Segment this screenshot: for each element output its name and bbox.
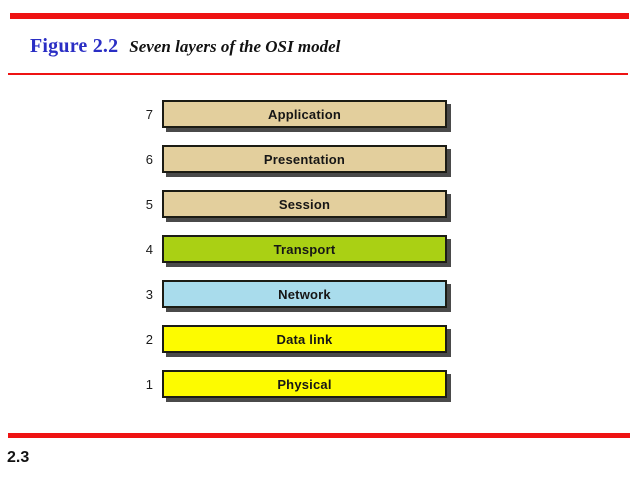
layer-number: 3	[145, 286, 153, 302]
layer-label: Transport	[273, 241, 336, 257]
layer-label: Data link	[276, 331, 333, 347]
layer-label: Application	[268, 106, 341, 122]
layer-number: 1	[145, 376, 153, 392]
layer-label: Session	[278, 196, 331, 212]
layer-number: 5	[145, 196, 153, 212]
layer-row-presentation: 6 Presentation	[133, 145, 447, 173]
layer-number: 7	[145, 106, 153, 122]
layer-box-application: Application	[162, 100, 447, 128]
page-number: 2.3	[7, 449, 30, 466]
layer-number: 6	[145, 151, 153, 167]
layers-stack: 7 Application 6 Presentation 5 Session 4…	[133, 100, 447, 398]
layer-row-application: 7 Application	[133, 100, 447, 128]
layer-row-physical: 1 Physical	[133, 370, 447, 398]
layer-label: Network	[278, 286, 331, 302]
layer-box-session: Session	[162, 190, 447, 218]
slide-title: Figure 2.2 Seven layers of the OSI model	[30, 35, 340, 58]
layer-box-data-link: Data link	[162, 325, 447, 353]
layer-number: 4	[145, 241, 153, 257]
figure-title: Seven layers of the OSI model	[129, 37, 341, 56]
figure-label: Figure 2.2	[30, 35, 119, 57]
layer-row-data-link: 2 Data link	[133, 325, 447, 353]
title-divider-rule	[8, 73, 628, 75]
layer-row-network: 3 Network	[133, 280, 447, 308]
layer-box-physical: Physical	[162, 370, 447, 398]
top-rule	[10, 13, 629, 19]
layer-number: 2	[145, 331, 153, 347]
layer-box-network: Network	[162, 280, 447, 308]
layer-row-transport: 4 Transport	[133, 235, 447, 263]
bottom-rule	[8, 433, 630, 438]
layer-label: Physical	[277, 376, 332, 392]
layer-box-transport: Transport	[162, 235, 447, 263]
layer-box-presentation: Presentation	[162, 145, 447, 173]
layer-row-session: 5 Session	[133, 190, 447, 218]
layer-label: Presentation	[263, 151, 346, 167]
